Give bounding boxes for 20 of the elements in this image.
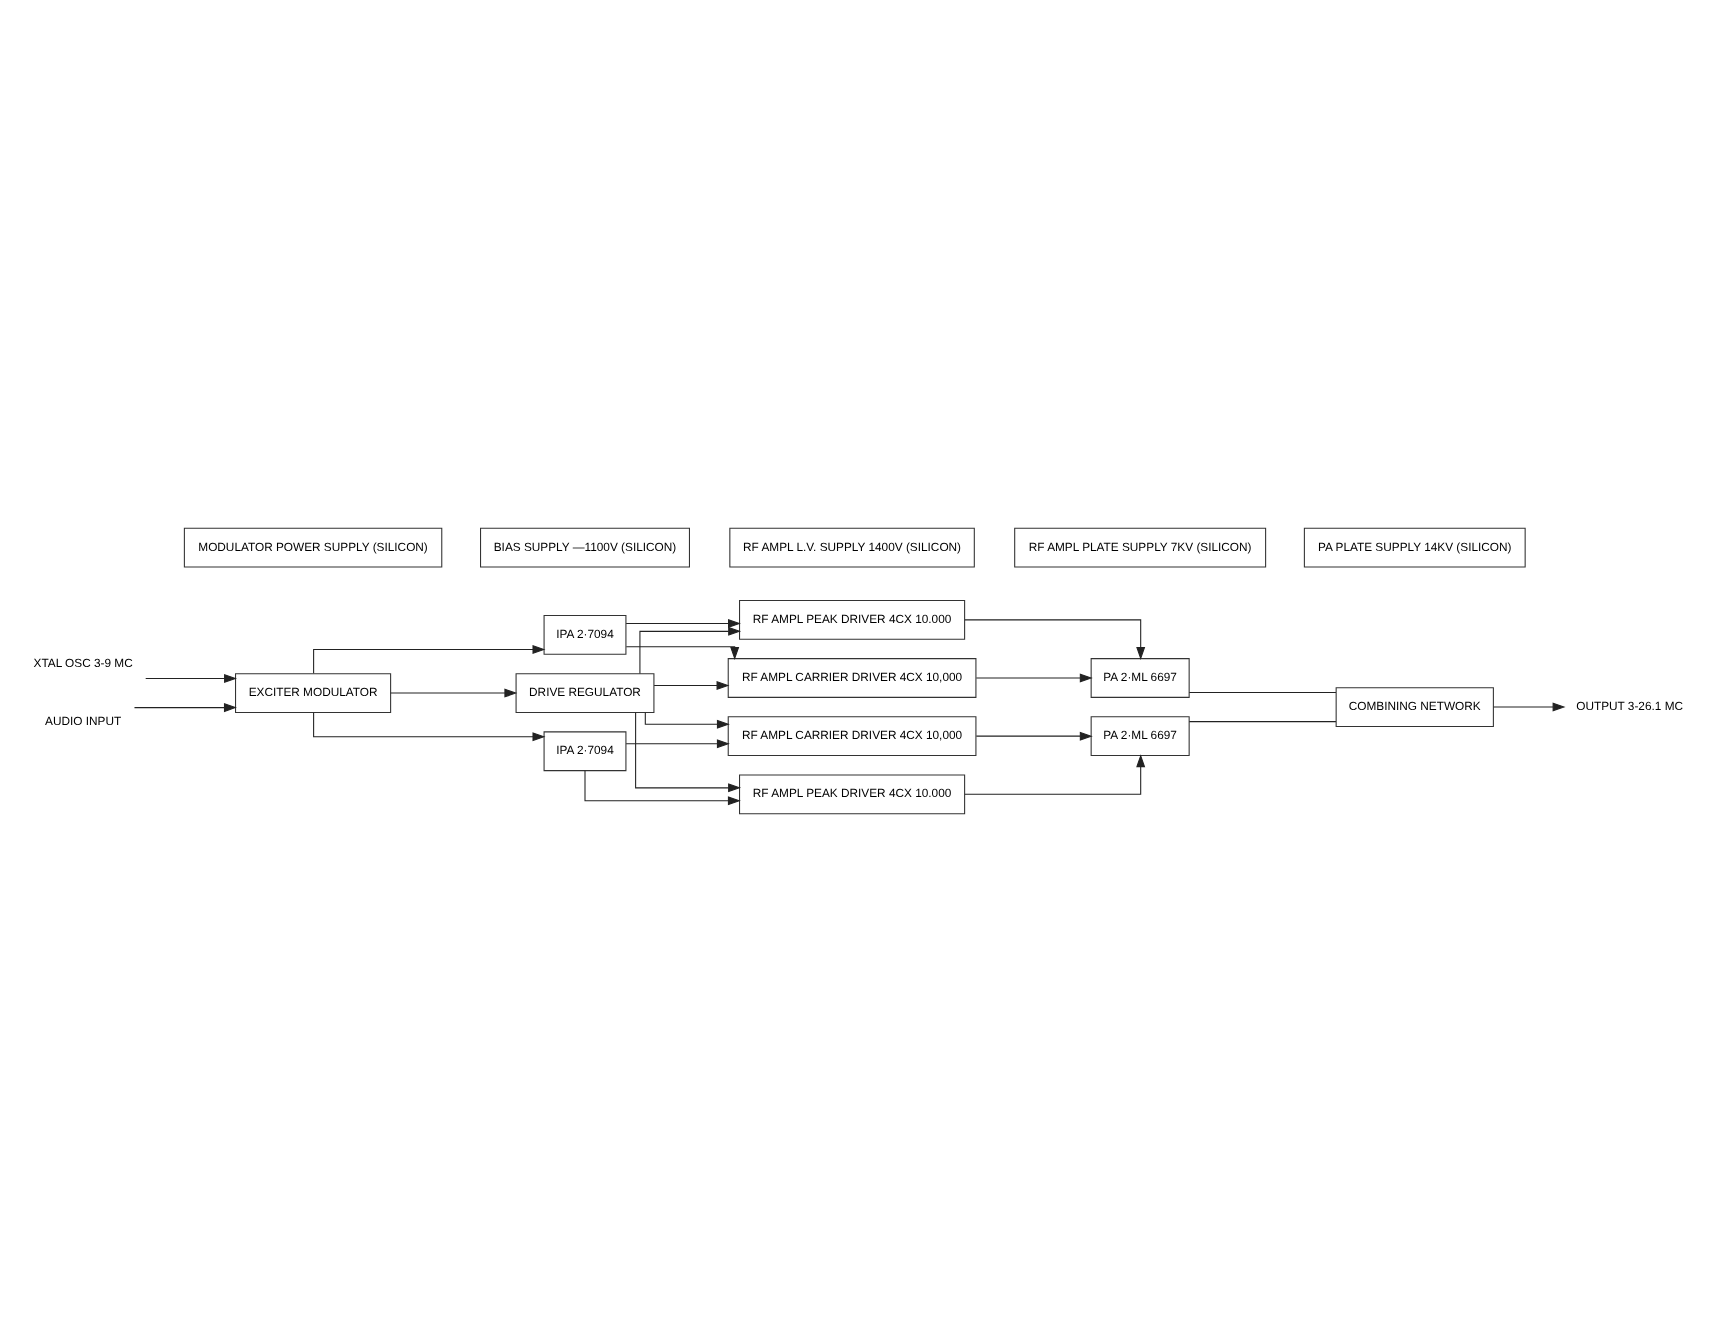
arrow bbox=[635, 712, 742, 793]
connector bbox=[1188, 721, 1337, 723]
arrow bbox=[964, 619, 1146, 660]
arrow bbox=[975, 731, 1093, 741]
arrow bbox=[975, 673, 1093, 683]
arrow bbox=[625, 739, 730, 749]
arrow bbox=[313, 712, 546, 742]
arrow bbox=[584, 770, 741, 806]
arrow bbox=[133, 703, 237, 713]
arrow bbox=[145, 674, 237, 684]
arrow bbox=[313, 644, 546, 674]
arrow bbox=[625, 618, 741, 628]
arrow bbox=[639, 626, 742, 675]
arrow bbox=[625, 646, 740, 661]
arrow bbox=[390, 688, 518, 698]
arrow bbox=[1493, 702, 1566, 712]
arrow bbox=[644, 712, 730, 729]
connector bbox=[1188, 692, 1337, 694]
arrow bbox=[964, 754, 1146, 795]
arrow bbox=[653, 681, 730, 691]
